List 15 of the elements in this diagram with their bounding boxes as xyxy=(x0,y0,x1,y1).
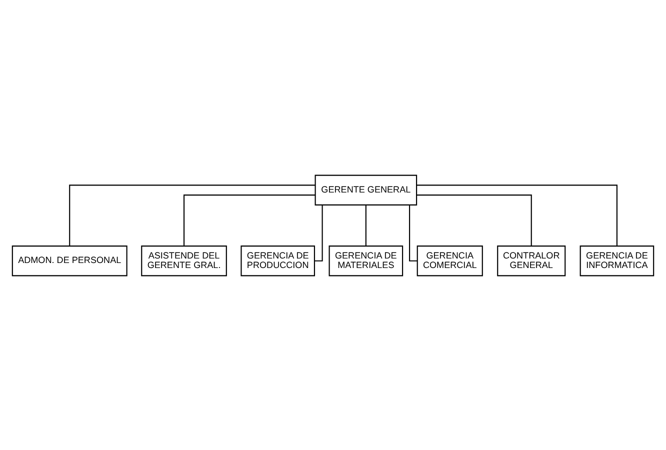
connector xyxy=(314,204,323,261)
node-box: GERENTE GENERAL xyxy=(314,174,418,205)
node-box: GERENCIA DE INFORMATICA xyxy=(580,245,654,276)
connector xyxy=(416,194,532,246)
node-box: GERENCIA DE MATERIALES xyxy=(328,245,404,276)
node-box: ASISTENDE DEL GERENTE GRAL. xyxy=(141,245,227,276)
node-box: GERENCIA DE PRODUCCION xyxy=(240,245,316,276)
node-box: GERENCIA COMERCIAL xyxy=(416,245,483,276)
node-box: CONTRALOR GENERAL xyxy=(497,245,566,276)
connector xyxy=(184,194,316,246)
connector xyxy=(69,184,315,246)
connector xyxy=(409,204,418,261)
connector xyxy=(365,204,366,246)
connector xyxy=(416,184,618,246)
node-box: ADMON. DE PERSONAL xyxy=(12,245,128,276)
